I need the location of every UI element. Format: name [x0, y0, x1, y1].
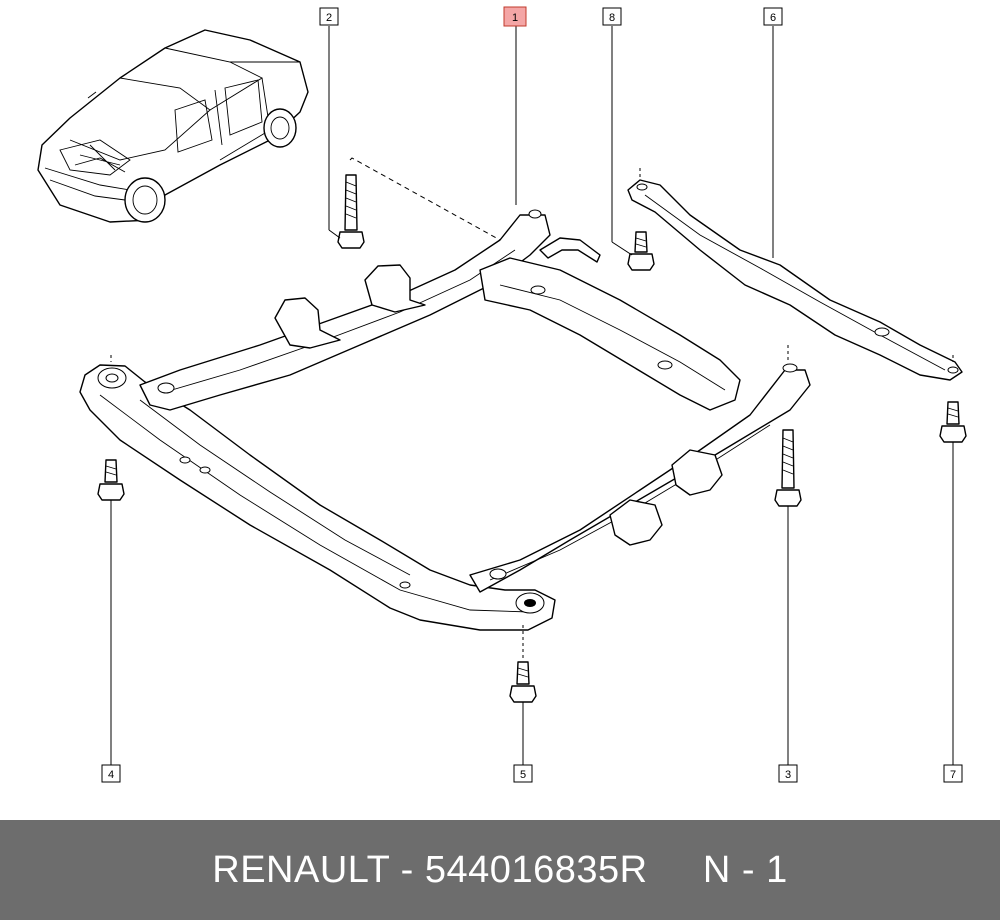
- callout-4[interactable]: 4: [101, 764, 121, 783]
- svg-text:1: 1: [512, 12, 518, 24]
- separator: -: [389, 848, 425, 891]
- subframe-part-1[interactable]: [79, 209, 811, 631]
- bolt-part-7[interactable]: [939, 401, 967, 443]
- svg-text:4: 4: [108, 769, 114, 781]
- reinforcement-bar-part-6[interactable]: [627, 179, 963, 381]
- callout-8[interactable]: 8: [602, 7, 622, 26]
- callout-7[interactable]: 7: [943, 764, 963, 783]
- svg-text:5: 5: [520, 769, 526, 781]
- footer-bar: RENAULT - 544016835R N - 1: [0, 820, 1000, 920]
- bolt-part-5[interactable]: [509, 661, 537, 703]
- svg-text:2: 2: [326, 12, 332, 24]
- footer-caption: RENAULT - 544016835R N - 1: [212, 849, 787, 892]
- bolt-part-4[interactable]: [97, 459, 125, 501]
- brand-name: RENAULT: [212, 848, 390, 891]
- callout-5[interactable]: 5: [513, 764, 533, 783]
- bolt-part-2[interactable]: [337, 174, 365, 249]
- svg-text:3: 3: [785, 769, 791, 781]
- part-number: 544016835R: [424, 848, 648, 891]
- svg-text:7: 7: [950, 769, 956, 781]
- parts-diagram: 1 2 8 6 4 5 3 7: [37, 6, 967, 783]
- sheet-label: N - 1: [702, 848, 788, 891]
- callout-1[interactable]: 1: [503, 6, 527, 27]
- bolt-part-3[interactable]: [774, 429, 802, 507]
- callout-3[interactable]: 3: [778, 764, 798, 783]
- car-illustration: [37, 29, 309, 223]
- callout-6[interactable]: 6: [763, 7, 783, 26]
- svg-text:8: 8: [609, 12, 615, 24]
- callout-2[interactable]: 2: [319, 7, 339, 26]
- svg-text:6: 6: [770, 12, 776, 24]
- bolt-part-8[interactable]: [627, 231, 655, 271]
- leader-lines: [110, 26, 954, 765]
